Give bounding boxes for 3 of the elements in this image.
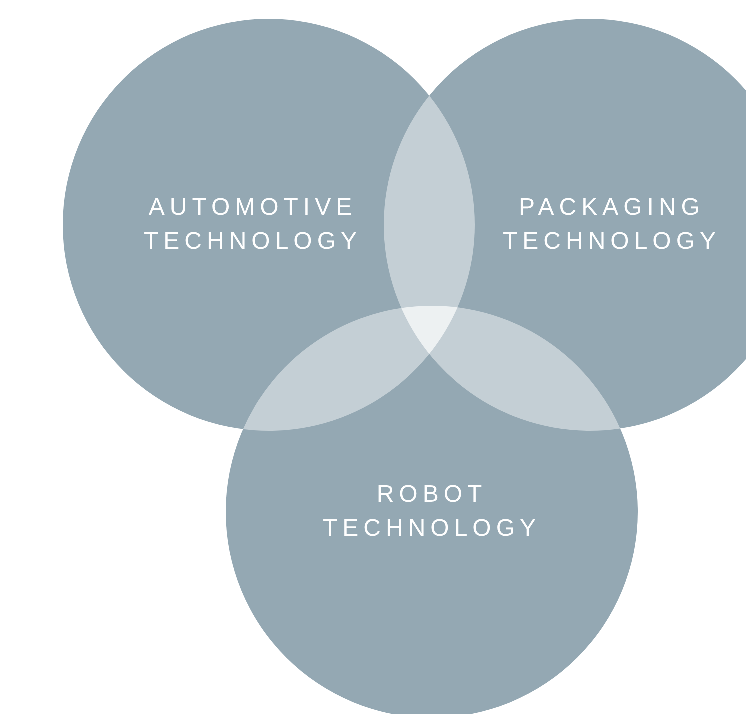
circle-label: AUTOMOTIVE TECHNOLOGY xyxy=(138,191,368,259)
circle-label: ROBOT TECHNOLOGY xyxy=(317,478,547,546)
circle-label: PACKAGING TECHNOLOGY xyxy=(497,191,727,259)
